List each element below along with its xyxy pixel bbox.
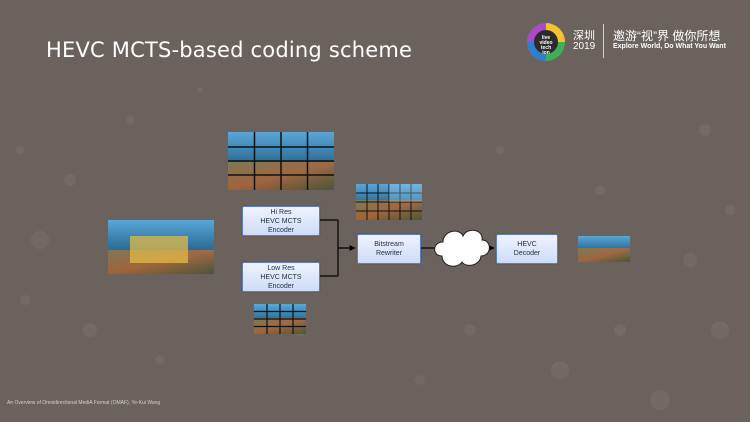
mixed-tiles-image xyxy=(356,184,422,220)
footer-citation: An Overview of Omnidirectional MediA For… xyxy=(7,400,161,406)
conference-logo xyxy=(527,23,565,61)
logo-city: 深圳 xyxy=(573,30,595,42)
bitstream-rewriter-box: Bitstream Rewriter xyxy=(357,234,421,264)
logo-year: 2019 xyxy=(573,41,596,52)
header-separator xyxy=(603,24,604,58)
slogan-chinese: 邀游“视”界 做你所想 xyxy=(613,29,721,43)
network-cloud-icon xyxy=(434,229,490,267)
hi-res-encoder-box: Hi Res HEVC MCTS Encoder xyxy=(242,206,320,236)
hevc-decoder-box: HEVC Decoder xyxy=(496,234,558,264)
low-res-tiled-image xyxy=(254,304,306,334)
source-panorama-image xyxy=(108,220,214,274)
slide-title: HEVC MCTS-based coding scheme xyxy=(46,38,413,62)
slogan-english: Explore World, Do What You Want xyxy=(613,43,726,50)
hi-res-tiled-image xyxy=(228,132,334,190)
decoded-output-image xyxy=(578,236,630,262)
logo-text: live video tech ion xyxy=(539,35,553,56)
low-res-encoder-box: Low Res HEVC MCTS Encoder xyxy=(242,262,320,292)
